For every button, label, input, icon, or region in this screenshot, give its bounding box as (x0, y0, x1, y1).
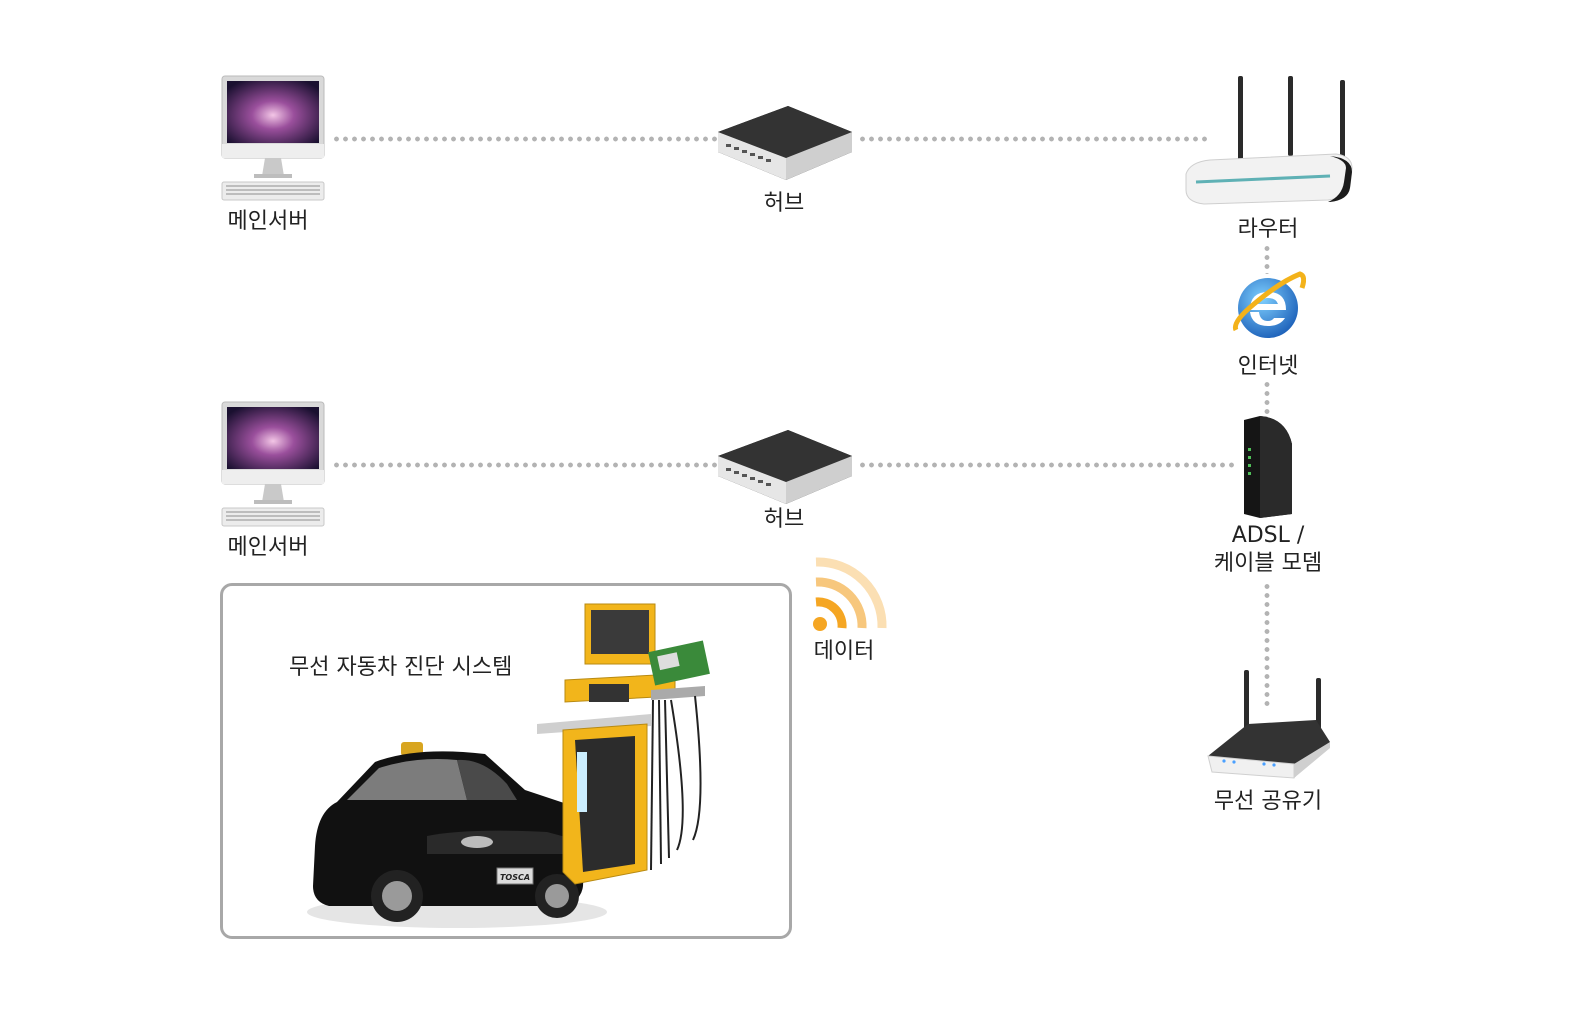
internet-label: 인터넷 (1237, 354, 1299, 379)
internet-icon (1230, 268, 1306, 344)
link-hub2-modem (858, 462, 1234, 468)
link-server1-hub1 (332, 136, 718, 142)
hub-1-label: 허브 (763, 191, 805, 216)
diagnostic-system-panel: 무선 자동차 진단 시스템 TOSCA (220, 583, 792, 939)
hub-1-icon (716, 102, 854, 184)
data-label: 데이터 (813, 639, 875, 664)
wireless-router-icon (1204, 668, 1334, 782)
link-server2-hub2 (332, 462, 718, 468)
wifi-icon (810, 556, 890, 634)
main-server-2-label: 메인서버 (227, 535, 309, 560)
router-icon (1180, 72, 1356, 218)
wireless-router-label: 무선 공유기 (1213, 789, 1323, 814)
diagnostic-device-image (535, 600, 725, 900)
main-server-1-icon (220, 74, 326, 202)
taxi-car-image: TOSCA (307, 736, 607, 936)
link-internet-modem (1264, 380, 1270, 416)
link-modem-wireless (1264, 582, 1270, 710)
modem-label: ADSL / 케이블 모뎀 (1213, 523, 1323, 576)
hub-2-icon (716, 426, 854, 508)
hub-2-label: 허브 (763, 507, 805, 532)
diagnostic-system-title: 무선 자동차 진단 시스템 (289, 655, 513, 680)
main-server-2-icon (220, 400, 326, 528)
license-plate: TOSCA (500, 873, 530, 882)
router-label: 라우터 (1237, 217, 1299, 242)
link-hub1-router (858, 136, 1210, 142)
link-router-internet (1264, 244, 1270, 274)
main-server-1-label: 메인서버 (227, 209, 309, 234)
modem-icon (1238, 414, 1298, 520)
